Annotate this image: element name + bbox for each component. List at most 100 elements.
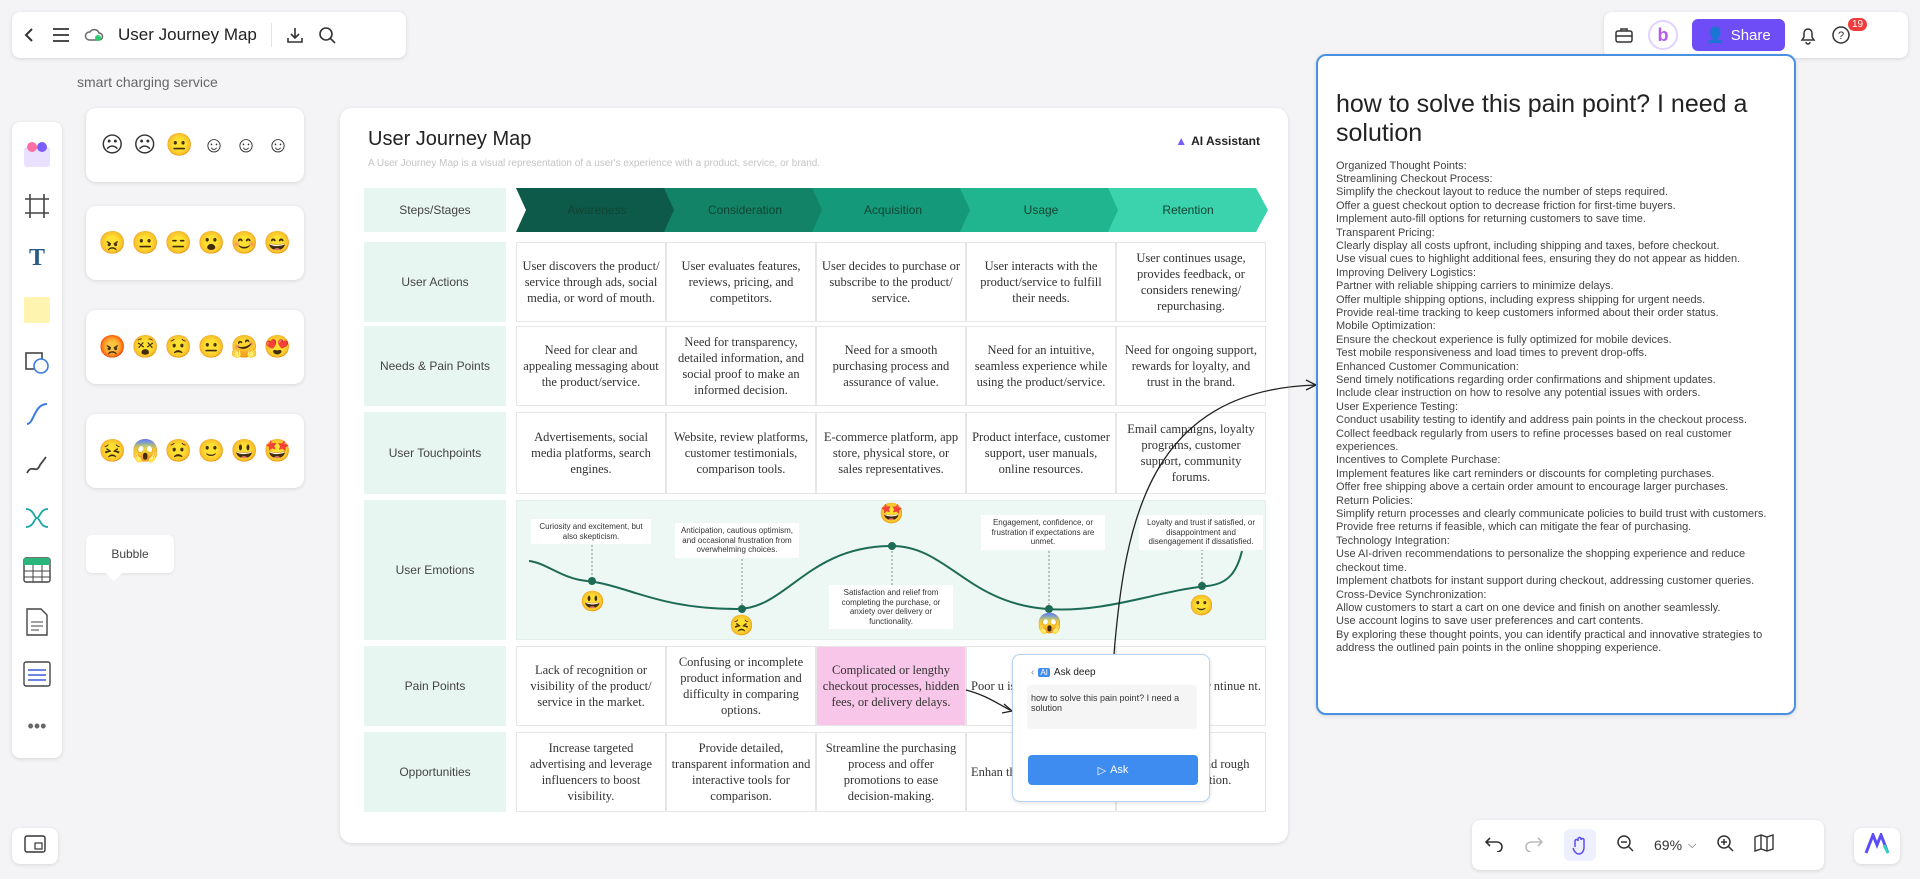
cell[interactable]: User evaluates features, reviews, pricin… (666, 242, 816, 322)
cell[interactable]: User decides to purchase or subscribe to… (816, 242, 966, 322)
emoji[interactable]: 😵 (131, 334, 160, 359)
menu-icon[interactable] (52, 27, 70, 43)
cell[interactable]: Lack of recognition or visibility of the… (516, 646, 666, 726)
hand-icon[interactable] (1564, 829, 1596, 861)
emoji[interactable]: 😐 (165, 132, 194, 157)
search-icon[interactable] (318, 26, 336, 44)
emoji[interactable]: 😡 (98, 334, 127, 359)
pen-icon[interactable] (17, 446, 57, 486)
cell[interactable]: User continues usage, provides feedback,… (1116, 242, 1266, 322)
cell[interactable]: Advertisements, social media platforms, … (516, 412, 666, 494)
emoji[interactable]: 🤗 (230, 334, 259, 359)
template-tool[interactable] (17, 134, 57, 174)
emoji[interactable]: 😊 (230, 230, 259, 255)
emoji[interactable]: 😱 (131, 438, 160, 463)
emoji[interactable]: 😟 (164, 438, 193, 463)
emotion-emoji[interactable]: 😱 (1037, 613, 1062, 635)
emoji[interactable]: ☺ (266, 132, 290, 157)
emotion-note[interactable]: Engagement, confidence, or frustration i… (981, 515, 1105, 550)
emotion-note[interactable]: Loyalty and trust if satisfied, or disap… (1139, 515, 1263, 550)
cell[interactable]: User discovers the product/ service thro… (516, 242, 666, 322)
back-icon[interactable] (22, 27, 38, 43)
bubble-shape[interactable]: Bubble (86, 535, 174, 581)
cell[interactable]: Need for transparency, detailed informat… (666, 326, 816, 406)
emoji[interactable]: 🙂 (197, 438, 226, 463)
book-icon[interactable] (1754, 833, 1775, 857)
emotion-emoji[interactable]: 🙂 (1189, 595, 1214, 617)
cell[interactable]: Need for an intuitive, seamless experien… (966, 326, 1116, 406)
bell-icon[interactable] (1799, 25, 1817, 45)
minimap-button[interactable] (12, 828, 58, 864)
emoji[interactable]: 😣 (98, 438, 127, 463)
answer-body[interactable]: Organized Thought Points: Streamlining C… (1336, 160, 1776, 656)
emotion-emoji[interactable]: 😃 (580, 591, 605, 613)
zoom-out-icon[interactable] (1616, 834, 1634, 857)
emoji[interactable]: 😃 (230, 438, 259, 463)
journey-map-title[interactable]: User Journey Map (368, 128, 532, 150)
answer-title[interactable]: how to solve this pain point? I need a s… (1336, 90, 1748, 147)
ask-button[interactable]: ▷Ask (1028, 755, 1198, 785)
cell[interactable]: User interacts with the product/service … (966, 242, 1116, 322)
cell[interactable]: Need for ongoing support, rewards for lo… (1116, 326, 1266, 406)
download-icon[interactable] (286, 26, 304, 44)
emoji[interactable]: 😠 (98, 230, 127, 255)
emoji[interactable]: 😑 (164, 230, 193, 255)
emoji[interactable]: ☹ (100, 132, 124, 157)
stage-usage[interactable]: Usage (960, 188, 1122, 232)
list-icon[interactable] (17, 654, 57, 694)
emotions-area[interactable]: Curiosity and excitement, but also skept… (516, 500, 1266, 640)
cell[interactable]: Increase targeted advertising and levera… (516, 732, 666, 812)
cell[interactable]: Streamline the purchasing process and of… (816, 732, 966, 812)
emoji[interactable]: ☺ (234, 132, 258, 157)
stage-acquisition[interactable]: Acquisition (812, 188, 974, 232)
shape-icon[interactable] (17, 342, 57, 382)
emoji[interactable]: 😐 (131, 230, 160, 255)
stage-awareness[interactable]: Awareness (516, 188, 678, 232)
emotion-note[interactable]: Satisfaction and relief from completing … (829, 585, 953, 630)
cell[interactable]: Email campaigns, loyalty programs, custo… (1116, 412, 1266, 494)
zoom-in-icon[interactable] (1716, 834, 1734, 857)
cell[interactable]: Confusing or incomplete product informat… (666, 646, 816, 726)
cell[interactable]: Provide detailed, transparent informatio… (666, 732, 816, 812)
emoji[interactable]: 😍 (263, 334, 292, 359)
cell[interactable]: Need for clear and appealing messaging a… (516, 326, 666, 406)
ask-deep-popup[interactable]: ‹ AI Ask deep how to solve this pain poi… (1012, 654, 1210, 802)
text-icon[interactable]: T (28, 244, 45, 271)
cell[interactable]: E-commerce platform, app store, physical… (816, 412, 966, 494)
emoji[interactable]: ☹ (133, 132, 157, 157)
share-button[interactable]: 👤Share (1692, 19, 1785, 51)
emoji[interactable]: 😟 (164, 334, 193, 359)
zoom-level[interactable]: 69% (1654, 837, 1683, 853)
emoji[interactable]: 😄 (263, 230, 292, 255)
emoji[interactable]: 😐 (197, 334, 226, 359)
frame-icon[interactable] (17, 186, 57, 226)
emotion-emoji[interactable]: 🤩 (879, 503, 904, 525)
avatar[interactable]: b (1648, 20, 1678, 50)
cell[interactable]: Website, review platforms, customer test… (666, 412, 816, 494)
table-icon[interactable] (17, 550, 57, 590)
emotion-note[interactable]: Curiosity and excitement, but also skept… (531, 519, 651, 545)
emotion-note[interactable]: Anticipation, cautious optimism, and occ… (675, 523, 799, 558)
undo-icon[interactable] (1484, 834, 1504, 857)
back-icon[interactable]: ‹ (1031, 667, 1035, 678)
answer-panel[interactable]: how to solve this pain point? I need a s… (1316, 54, 1796, 715)
ask-prompt-input[interactable]: how to solve this pain point? I need a s… (1027, 685, 1197, 729)
document-icon[interactable] (17, 602, 57, 642)
cell[interactable]: Product interface, customer support, use… (966, 412, 1116, 494)
cell-highlighted[interactable]: Complicated or lengthy checkout processe… (816, 646, 966, 726)
more-icon[interactable]: ••• (27, 715, 47, 736)
journey-map-description[interactable]: A User Journey Map is a visual represent… (368, 158, 821, 169)
redo-icon[interactable] (1524, 834, 1544, 857)
cell[interactable]: Need for a smooth purchasing process and… (816, 326, 966, 406)
emoji[interactable]: ☺ (202, 132, 226, 157)
emotion-emoji[interactable]: 😣 (729, 615, 754, 637)
stage-consideration[interactable]: Consideration (664, 188, 826, 232)
chevron-down-icon[interactable]: ⌵ (1688, 838, 1697, 851)
document-title[interactable]: User Journey Map (118, 25, 257, 44)
sticky-note-icon[interactable] (17, 290, 57, 330)
ai-logo-button[interactable] (1854, 828, 1900, 864)
emoji[interactable]: 🤩 (263, 438, 292, 463)
mindmap-icon[interactable] (17, 498, 57, 538)
emoji[interactable]: 😮 (197, 230, 226, 255)
stage-retention[interactable]: Retention (1108, 188, 1268, 232)
